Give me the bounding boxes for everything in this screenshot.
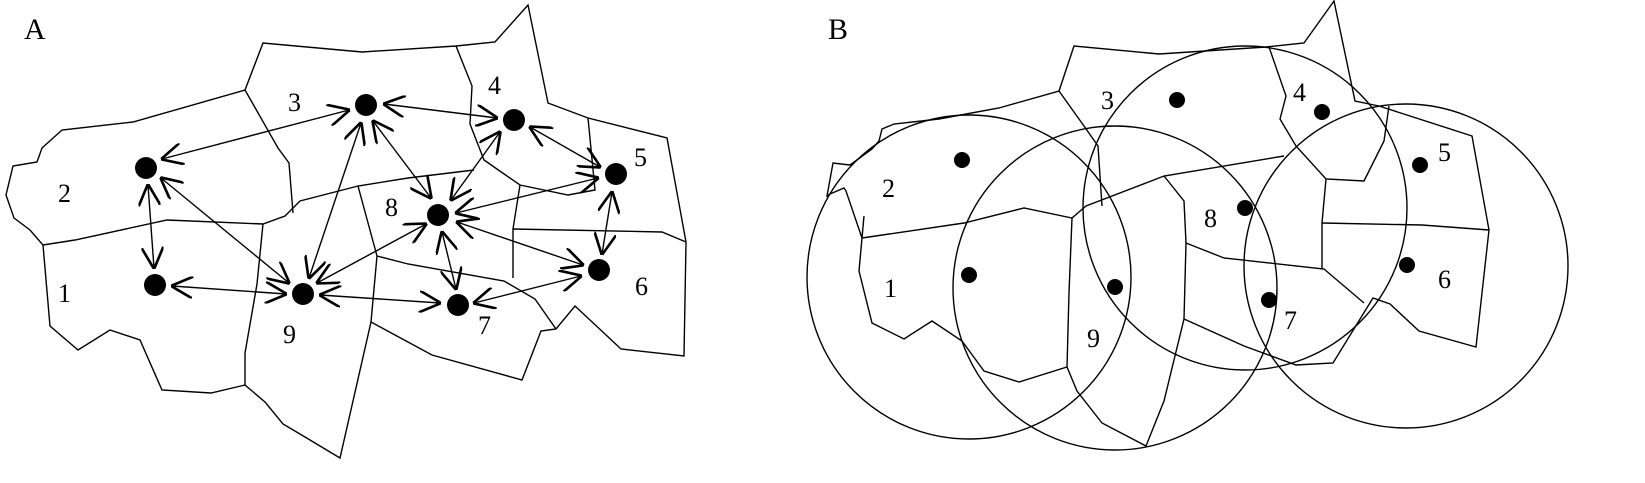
panel-b-region-boundaries — [826, 0, 1490, 447]
link-2-3 — [162, 110, 349, 159]
link-5-8 — [456, 178, 598, 213]
node-3 — [1169, 92, 1185, 108]
link-8-9 — [317, 224, 426, 283]
node-2 — [954, 152, 970, 168]
region-label-2: 2 — [58, 179, 71, 208]
link-1-2 — [148, 185, 154, 268]
node-1 — [961, 267, 977, 283]
panel-b-coverage-circles — [806, 45, 1569, 451]
node-3 — [355, 94, 377, 116]
region-label-2: 2 — [882, 174, 895, 203]
panel-b: B — [806, 0, 1569, 451]
region-label-1: 1 — [884, 274, 897, 303]
coverage-circle-2 — [952, 125, 1278, 451]
region-label-7: 7 — [478, 311, 491, 340]
region-label-7: 7 — [1284, 306, 1297, 335]
link-1-9 — [172, 286, 286, 294]
panel-b-label: B — [828, 13, 848, 46]
node-8 — [1237, 200, 1253, 216]
link-6-8 — [457, 222, 583, 265]
link-7-9 — [320, 295, 440, 303]
node-5 — [1412, 157, 1428, 173]
region-label-1: 1 — [58, 279, 71, 308]
link-5-6 — [602, 192, 612, 254]
region-label-3: 3 — [1101, 86, 1114, 115]
link-2-9 — [161, 178, 289, 283]
panel-a-links — [148, 104, 612, 303]
node-7 — [1261, 292, 1277, 308]
link-4-5 — [530, 127, 600, 167]
node-6 — [588, 259, 610, 281]
region-label-6: 6 — [1438, 265, 1451, 294]
node-7 — [447, 294, 469, 316]
panel-a-nodes — [135, 94, 627, 316]
coverage-circle-3 — [1082, 45, 1408, 371]
panel-a-region-labels: 1 2 3 4 5 6 7 8 9 — [58, 71, 648, 349]
node-4 — [503, 109, 525, 131]
region-label-9: 9 — [1087, 324, 1100, 353]
node-2 — [135, 157, 157, 179]
region-label-8: 8 — [385, 193, 398, 222]
link-7-8 — [442, 232, 456, 289]
region-label-3: 3 — [288, 88, 301, 117]
link-3-4 — [384, 104, 497, 118]
region-label-9: 9 — [283, 320, 296, 349]
link-6-7 — [474, 276, 581, 303]
coverage-circle-4 — [1243, 103, 1569, 429]
node-5 — [605, 163, 627, 185]
node-1 — [144, 274, 166, 296]
node-9 — [1107, 279, 1123, 295]
node-4 — [1314, 104, 1330, 120]
coverage-circle-1 — [806, 114, 1132, 440]
region-label-4: 4 — [488, 71, 501, 100]
region-label-5: 5 — [1438, 138, 1451, 167]
node-8 — [427, 204, 449, 226]
region-label-4: 4 — [1293, 78, 1306, 107]
panel-b-nodes — [954, 92, 1428, 308]
node-6 — [1399, 257, 1415, 273]
region-label-6: 6 — [635, 272, 648, 301]
link-3-8 — [373, 121, 431, 198]
panel-a-label: A — [24, 13, 46, 46]
panel-b-region-labels: 1 2 3 4 5 6 7 8 9 — [882, 78, 1451, 353]
panel-a: A — [5, 3, 687, 460]
region-label-8: 8 — [1204, 204, 1217, 233]
panel-a-region-boundaries — [5, 3, 687, 460]
node-9 — [292, 283, 314, 305]
link-3-9 — [309, 123, 361, 278]
region-label-5: 5 — [634, 143, 647, 172]
